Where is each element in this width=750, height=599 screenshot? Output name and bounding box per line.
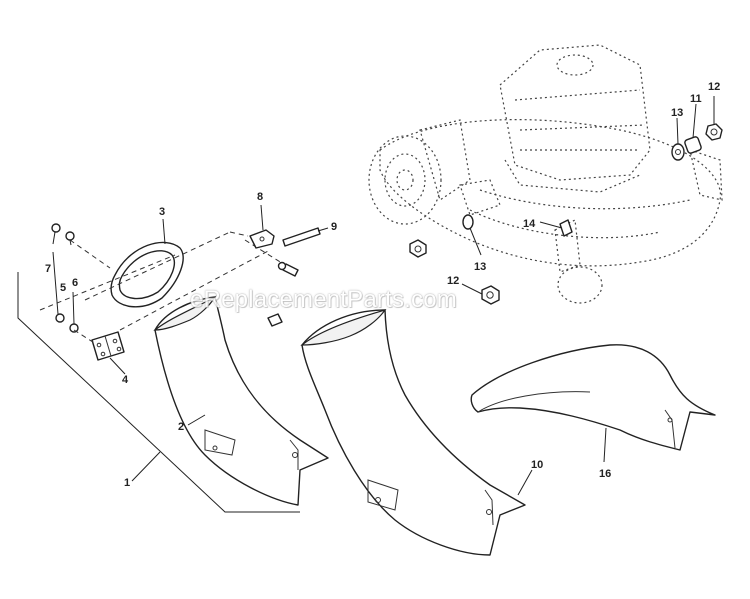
- callout-4: 4: [122, 374, 129, 386]
- callout-12-bottom: 12: [447, 275, 460, 287]
- nut-left: [409, 239, 427, 258]
- callout-14: 14: [523, 218, 536, 230]
- washer-13-top: [671, 143, 685, 161]
- callout-3: 3: [159, 206, 166, 218]
- front-wheel: [368, 135, 442, 225]
- nut-7-top: [51, 223, 61, 233]
- callout-11: 11: [690, 93, 702, 105]
- nut-12-bottom: [481, 285, 500, 305]
- hinge-4: [91, 331, 125, 361]
- callout-8: 8: [257, 191, 264, 203]
- callout-1: 1: [124, 477, 131, 489]
- washer-6-bottom: [69, 323, 79, 333]
- callout-12-top: 12: [708, 81, 721, 93]
- rod-9: [282, 227, 321, 247]
- callout-5: 5: [60, 282, 67, 294]
- frame-3: [110, 241, 184, 308]
- callout-16: 16: [599, 468, 612, 480]
- callout-10: 10: [531, 459, 544, 471]
- chute-10: [300, 308, 526, 556]
- mower-deck-assembly: [368, 44, 723, 304]
- watermark-text: eReplacementParts.com: [190, 286, 457, 313]
- chute-2: [153, 295, 329, 506]
- clip-8: [249, 229, 275, 249]
- callout-2: 2: [178, 421, 185, 433]
- callout-7: 7: [45, 263, 52, 275]
- callout-13-bottom: 13: [474, 261, 487, 273]
- bolt-14: [559, 219, 573, 237]
- small-hardware: [51, 223, 79, 333]
- nut-7-bottom: [55, 313, 65, 323]
- group-bracket-1: [17, 272, 300, 513]
- engine: [499, 44, 651, 181]
- mower-deck: [379, 119, 722, 267]
- washer-13-bottom: [462, 214, 474, 230]
- bolts: [267, 261, 299, 327]
- callout-6: 6: [72, 277, 79, 289]
- callout-9: 9: [331, 221, 338, 233]
- callout-13-top: 13: [671, 107, 684, 119]
- washer-6-top: [65, 231, 75, 241]
- leader-lines: [52, 96, 715, 496]
- deck-hardware: [409, 123, 723, 305]
- spacer-11: [684, 136, 702, 154]
- shield-16: [470, 344, 716, 451]
- nut-12-top: [705, 123, 723, 141]
- rear-wheel: [557, 266, 603, 304]
